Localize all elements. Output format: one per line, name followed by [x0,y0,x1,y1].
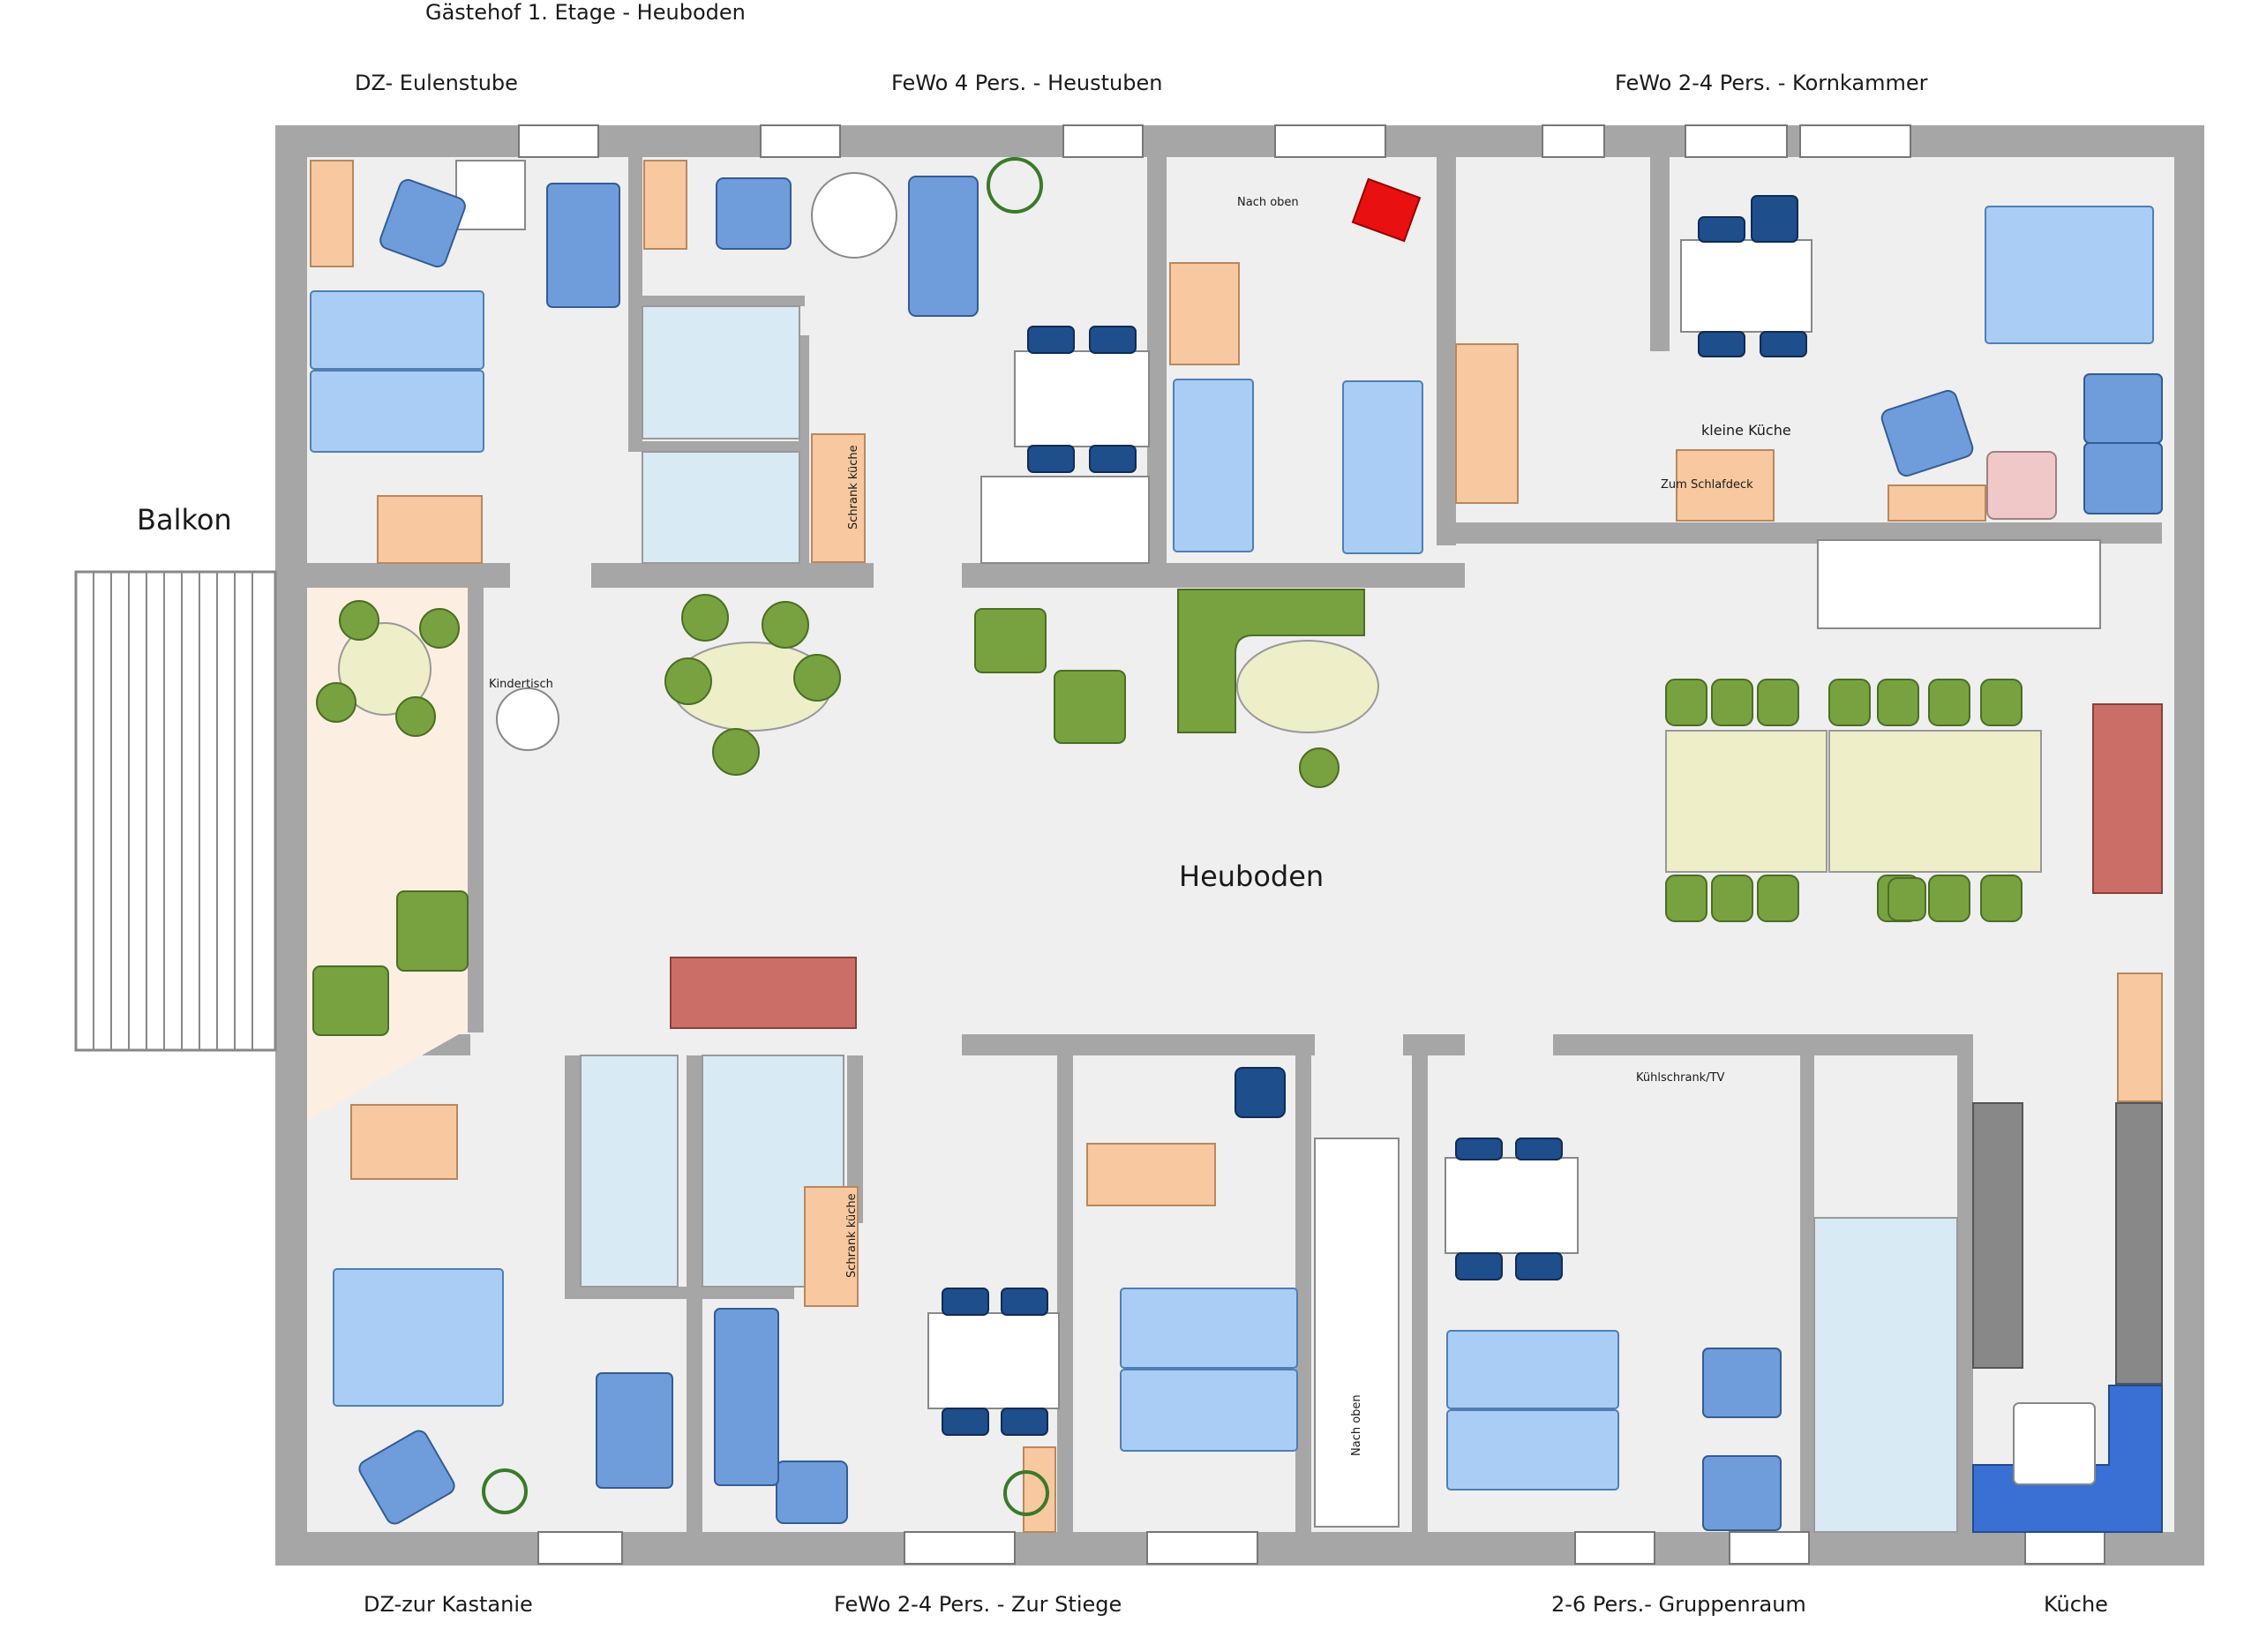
nach-oben-top-label: Nach oben [1237,196,1299,209]
zum-schlafdeck-label: Zum Schlafdeck [1661,478,1753,492]
room-label-gruppenraum: 2-6 Pers.- Gruppenraum [1551,1592,1806,1617]
blue-sofas [358,176,2163,1531]
plants [482,157,1049,1516]
kitchen-table [2013,1402,2096,1485]
schrank-kueche-top-label: Schrank küche [847,445,860,529]
schrank-kueche-bottom-label: Schrank küche [845,1193,859,1278]
pink-pouf [1986,451,2057,520]
bathrooms [580,305,1958,1533]
windows [518,124,2105,1565]
kitchen-units [1972,1102,2023,1369]
kuehlschrank-tv-label: Kühlschrank/TV [1636,1071,1725,1085]
room-label-dz-eulenstube: DZ- Eulenstube [355,71,518,95]
inner-stairs [980,476,2101,1528]
room-label-fewo-stiege: FeWo 2-4 Pers. - Zur Stiege [834,1592,1122,1617]
heuboden-label: Heuboden [1179,860,1325,893]
room-label-dz-kastanie: DZ-zur Kastanie [364,1592,533,1617]
cabinets [310,160,2163,1533]
balcony-stairs [74,570,277,1052]
red-armchair [1351,177,1422,243]
room-label-kueche: Küche [2044,1592,2108,1617]
kitchen-units-right [2115,1102,2163,1385]
balcony-label: Balkon [137,503,232,537]
room-label-fewo-kornkammer: FeWo 2-4 Pers. - Kornkammer [1615,71,1928,95]
beds [310,206,2154,1491]
green-chairs [312,594,2023,1036]
red-sofas [670,703,2163,1029]
kindertisch-label: Kindertisch [489,678,553,691]
tables [338,160,2042,1409]
nach-oben-bottom-label: Nach oben [1350,1394,1363,1456]
green-corner-sofa [1177,589,1365,733]
kitchen-counter [1972,1385,2163,1533]
navy-chairs [942,195,1807,1436]
plan-title: Gästehof 1. Etage - Heuboden [425,0,746,25]
interior-walls [307,157,2162,1532]
room-label-fewo-heustuben: FeWo 4 Pers. - Heustuben [891,71,1163,95]
kleine-kueche-label: kleine Küche [1701,422,1791,439]
